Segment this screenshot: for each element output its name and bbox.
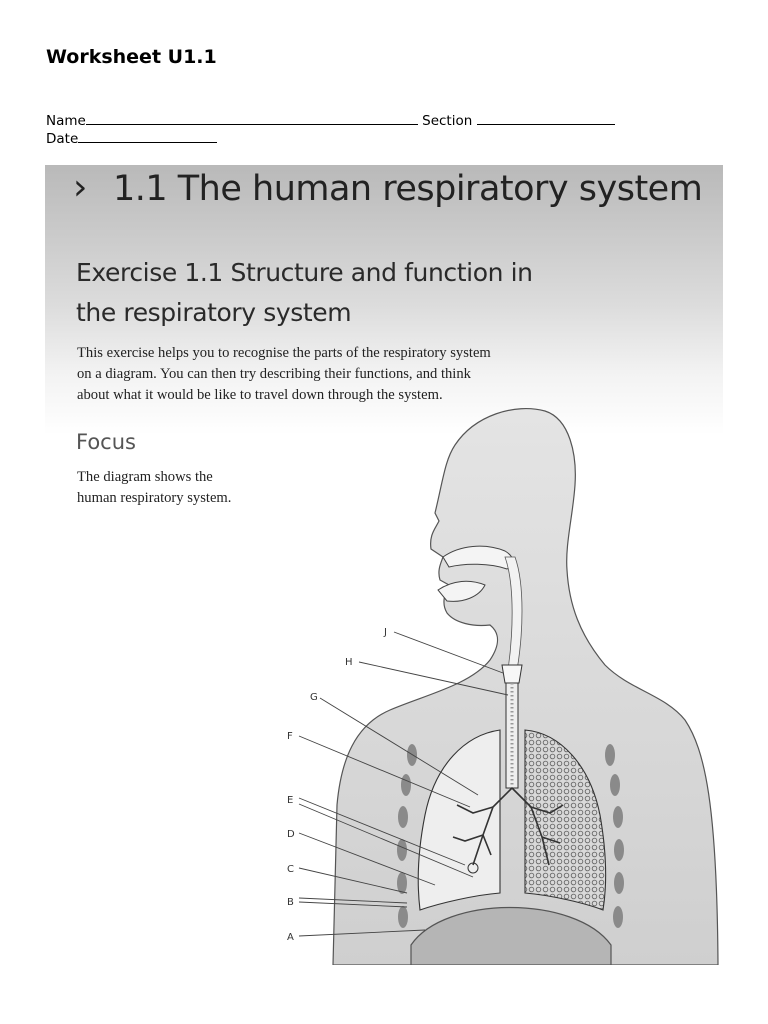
oral-cavity — [437, 580, 486, 602]
diagram-label-a: A — [287, 932, 294, 943]
worksheet-title: Worksheet U1.1 — [46, 46, 217, 68]
exercise-title-line: the respiratory system — [76, 298, 352, 327]
diagram-label-d: D — [287, 829, 295, 840]
diagram-label-g: G — [310, 692, 318, 703]
right-lung-alveoli — [524, 729, 607, 911]
textbook-excerpt: › 1.1 The human respiratory system Exerc… — [45, 165, 723, 965]
diagram-label-h: H — [345, 657, 353, 668]
diagram-label-b: B — [287, 897, 294, 908]
section-title: 1.1 The human respiratory system — [113, 169, 703, 209]
name-label: Name — [46, 113, 86, 129]
larynx — [501, 664, 523, 684]
date-field[interactable] — [78, 129, 218, 143]
name-field[interactable] — [85, 111, 418, 125]
diagram-label-e: E — [287, 795, 293, 806]
section-label: Section — [422, 113, 473, 129]
exercise-title: Exercise 1.1 Structure and function in t… — [76, 253, 596, 333]
leader-lines — [298, 631, 509, 937]
intro-line: on a diagram. You can then try describin… — [77, 366, 471, 382]
left-lung-outline — [417, 729, 501, 911]
section-chevron-icon: › — [73, 167, 88, 208]
diagram-label-j: J — [383, 627, 387, 638]
date-label: Date — [46, 131, 79, 147]
respiratory-system-diagram: J H G F E D C B A — [287, 408, 719, 965]
focus-text: The diagram shows the human respiratory … — [77, 467, 277, 509]
focus-text-line: human respiratory system. — [77, 490, 232, 506]
diagram-label-c: C — [287, 864, 294, 875]
intro-line: This exercise helps you to recognise the… — [77, 345, 491, 361]
bronchial-tree — [452, 787, 564, 866]
intro-line: about what it would be like to travel do… — [77, 387, 443, 403]
date-line: Date — [46, 129, 218, 147]
exercise-intro: This exercise helps you to recognise the… — [77, 343, 597, 406]
exercise-title-line: Exercise 1.1 Structure and function in — [76, 258, 533, 287]
diagram-label-f: F — [287, 731, 293, 742]
focus-text-line: The diagram shows the — [77, 469, 213, 485]
section-field[interactable] — [476, 111, 615, 125]
diaphragm — [410, 906, 612, 965]
focus-heading: Focus — [76, 430, 136, 454]
name-section-line: Name Section — [46, 111, 615, 129]
